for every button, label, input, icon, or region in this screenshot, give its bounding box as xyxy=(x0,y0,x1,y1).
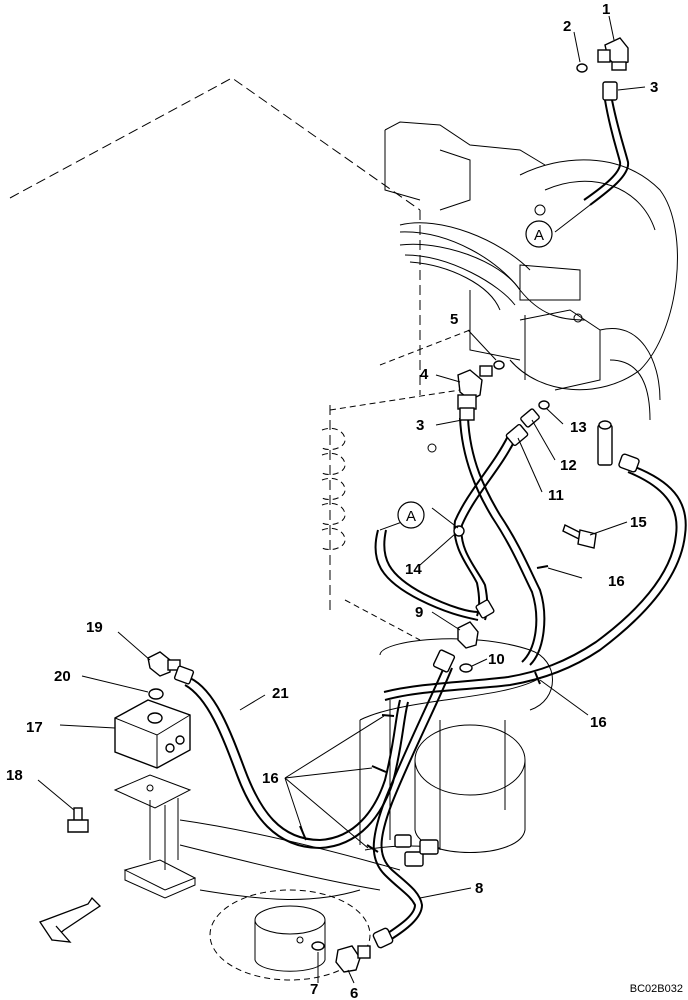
o-ring-20 xyxy=(148,688,164,700)
clamp-14 xyxy=(453,525,465,537)
front-direction-arrow-icon xyxy=(39,896,102,943)
fittings xyxy=(67,37,640,973)
swivel-joint-area xyxy=(179,638,553,981)
bubble-a-mid: A xyxy=(397,501,425,529)
callout-14: 14 xyxy=(405,561,422,578)
callout-8: 8 xyxy=(475,880,483,897)
machine-outline xyxy=(9,77,471,641)
callout-labels: 1 2 3 3 4 5 6 7 8 9 10 11 12 13 14 15 16… xyxy=(6,1,658,1000)
callout-20: 20 xyxy=(54,668,71,685)
callout-4: 4 xyxy=(420,366,429,383)
elbow-fitting-1 xyxy=(597,37,629,71)
engine-body xyxy=(384,121,678,453)
callout-11: 11 xyxy=(548,487,564,504)
hose-8 xyxy=(372,664,446,936)
callout-10: 10 xyxy=(488,651,505,668)
svg-text:A: A xyxy=(534,227,544,244)
callout-3-mid: 3 xyxy=(416,417,424,434)
elbow-fitting-9 xyxy=(457,599,495,649)
callout-16-a: 16 xyxy=(608,573,625,590)
hose-3-upper xyxy=(589,99,630,206)
o-ring-5 xyxy=(493,360,505,370)
svg-text:A: A xyxy=(406,508,416,525)
hose-clamps xyxy=(299,565,549,853)
fitting-12 xyxy=(520,408,540,428)
elbow-fitting-19 xyxy=(147,651,195,685)
bolt-15 xyxy=(562,524,597,549)
callout-3-top: 3 xyxy=(650,79,658,96)
callout-7: 7 xyxy=(310,981,318,998)
callout-18: 18 xyxy=(6,767,23,784)
callout-19: 19 xyxy=(86,619,103,636)
elbow-fitting-4 xyxy=(457,365,493,421)
callout-6: 6 xyxy=(350,985,358,1000)
callout-16-c: 16 xyxy=(262,770,279,787)
callout-5: 5 xyxy=(450,311,458,328)
hose-end-3-top xyxy=(602,81,618,101)
bubble-a-top: A xyxy=(525,220,553,248)
reference-code: BC02B032 xyxy=(630,983,683,995)
hoses xyxy=(184,99,687,941)
callout-2: 2 xyxy=(563,18,571,35)
callout-9: 9 xyxy=(415,604,423,621)
callout-16-b: 16 xyxy=(590,714,607,731)
bracket-17 xyxy=(113,774,197,899)
o-ring-7 xyxy=(311,941,325,951)
o-ring-2 xyxy=(576,63,588,73)
callout-17: 17 xyxy=(26,719,43,736)
fitting-11 xyxy=(505,423,529,447)
callout-13: 13 xyxy=(570,419,587,436)
cooling-fins xyxy=(321,427,346,551)
hose-16-right xyxy=(384,464,687,701)
leader-lines xyxy=(37,15,646,984)
hose-21 xyxy=(189,677,401,842)
elbow-fitting-6 xyxy=(335,945,371,973)
callout-21: 21 xyxy=(272,685,289,702)
callout-12: 12 xyxy=(560,457,577,474)
callout-15: 15 xyxy=(630,514,647,531)
block-17 xyxy=(114,699,191,769)
o-ring-10 xyxy=(459,663,473,673)
callout-1: 1 xyxy=(602,1,610,18)
hose-3-lower xyxy=(467,417,546,666)
bolt-18 xyxy=(67,807,89,833)
hose-a-lower xyxy=(374,529,479,621)
o-ring-13 xyxy=(538,400,550,410)
